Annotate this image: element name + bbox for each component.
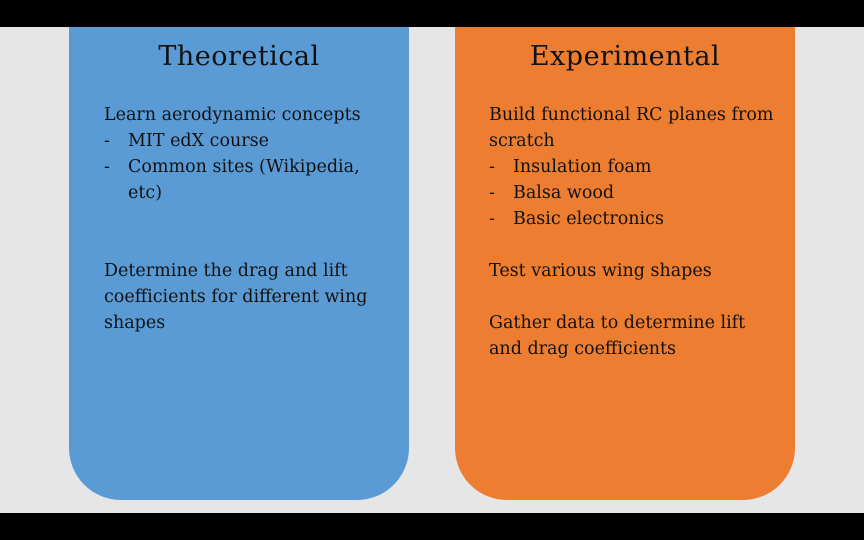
presentation-slide: Theoretical Learn aerodynamic concepts -… — [0, 27, 864, 513]
experimental-card: Experimental Build functional RC planes … — [455, 27, 795, 500]
bullet-text: Basic electronics — [513, 209, 664, 229]
bullet-marker: - — [489, 209, 495, 229]
list-item: - MIT edX course — [104, 128, 389, 154]
list-item: - Balsa wood — [489, 180, 779, 206]
theoretical-goal: Determine the drag and lift coefficients… — [104, 261, 368, 333]
experimental-step-test: Test various wing shapes — [489, 261, 712, 281]
theoretical-card: Theoretical Learn aerodynamic concepts -… — [69, 27, 409, 500]
experimental-body: Build functional RC planes from scratch … — [489, 102, 779, 362]
theoretical-body: Learn aerodynamic concepts - MIT edX cou… — [104, 102, 389, 336]
bullet-marker: - — [104, 157, 110, 177]
list-item: - Basic electronics — [489, 206, 779, 232]
bullet-text: Balsa wood — [513, 183, 615, 203]
bullet-marker: - — [489, 183, 495, 203]
bullet-text: Insulation foam — [513, 157, 652, 177]
letterbox-top — [0, 0, 864, 27]
letterbox-bottom — [0, 513, 864, 540]
bullet-marker: - — [104, 131, 110, 151]
bullet-text: Common sites (Wikipedia, etc) — [128, 157, 360, 203]
experimental-intro: Build functional RC planes from scratch — [489, 105, 774, 151]
card-title-experimental: Experimental — [529, 41, 721, 72]
list-item: - Common sites (Wikipedia, etc) — [104, 154, 389, 206]
bullet-marker: - — [489, 157, 495, 177]
card-title-theoretical: Theoretical — [158, 41, 320, 72]
experimental-step-gather: Gather data to determine lift and drag c… — [489, 313, 746, 359]
list-item: - Insulation foam — [489, 154, 779, 180]
bullet-text: MIT edX course — [128, 131, 269, 151]
theoretical-intro: Learn aerodynamic concepts — [104, 105, 361, 125]
